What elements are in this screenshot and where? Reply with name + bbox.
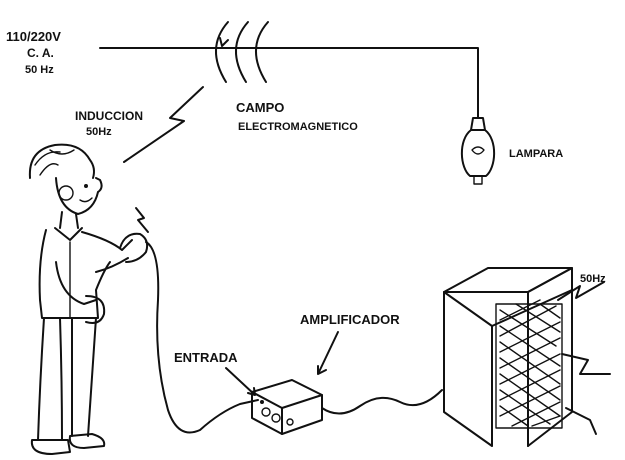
hum-wave-top [557, 281, 605, 301]
field-subtitle-label: ELECTROMAGNETICO [238, 121, 358, 133]
boy-face [55, 177, 103, 215]
speaker-frequency-label: 50Hz [580, 273, 606, 285]
field-arc-3 [255, 21, 269, 83]
field-title-label: CAMPO [236, 100, 285, 115]
boy-figure [28, 143, 149, 455]
speaker-cabinet [443, 267, 573, 447]
boy-torso [38, 229, 111, 319]
line-frequency-label: 50 Hz [25, 64, 54, 76]
boy-hair [28, 143, 95, 179]
boy-left-leg [37, 317, 63, 441]
amplifier-box [251, 379, 323, 435]
amplifier-label: AMPLIFICADOR [300, 312, 400, 327]
induction-frequency-label: 50Hz [86, 126, 112, 138]
field-arc-2 [235, 21, 249, 83]
boy-right-leg [70, 317, 97, 437]
boy-right-shoe [68, 433, 106, 449]
spark-icon [135, 207, 149, 233]
boy-eye [84, 184, 88, 188]
voltage-label: 110/220V [6, 29, 61, 44]
field-arc-arrow [219, 37, 229, 47]
boy-ear [58, 185, 74, 201]
boy-raised-arm [81, 231, 133, 251]
ac-label: C. A. [27, 46, 54, 60]
input-label: ENTRADA [174, 350, 238, 365]
input-arrow-icon [225, 367, 256, 396]
input-wire [145, 241, 259, 434]
power-line [99, 47, 479, 119]
lamp-icon [460, 117, 496, 185]
amplifier-arrow-icon [317, 331, 339, 375]
speaker-wire [321, 389, 443, 415]
field-arc-1 [215, 21, 229, 83]
lamp-label: LAMPARA [509, 148, 564, 160]
boy-left-shoe [30, 439, 71, 455]
induction-bolt-icon [123, 86, 204, 163]
hum-wave-bottom [565, 407, 597, 435]
hum-wave-middle [561, 353, 611, 375]
induction-label: INDUCCION [75, 109, 143, 123]
field-arcs [215, 21, 269, 83]
